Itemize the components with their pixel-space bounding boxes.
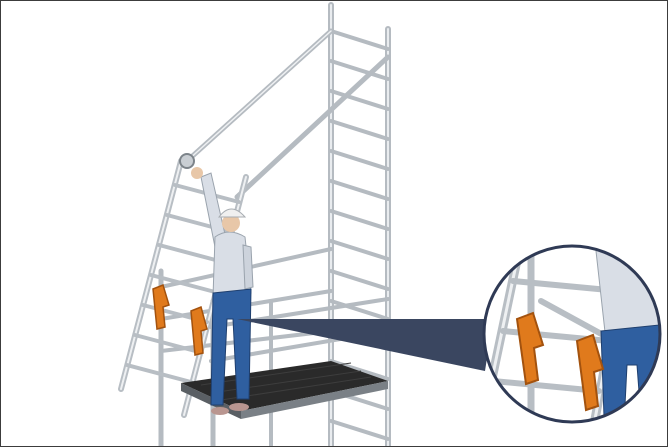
detail-zoom-callout (481, 241, 667, 445)
worker-figure (191, 167, 253, 415)
callout-wedge (237, 319, 493, 371)
